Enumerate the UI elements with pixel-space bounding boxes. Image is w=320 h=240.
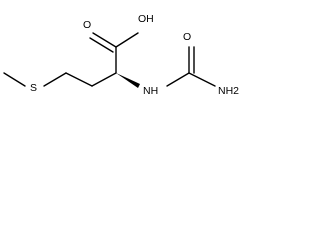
bond-curea-nh2	[188, 72, 216, 87]
atom-label-nh: NH	[143, 85, 158, 97]
atom-label-carbonyl-o-left: O	[83, 19, 91, 31]
bond-carboxyl-co-double-a	[92, 32, 117, 48]
atom-label-carbonyl-o-right: O	[183, 31, 191, 43]
stereo-wedge-bond	[116, 73, 140, 88]
bond-carboxyl-co-double-b	[89, 37, 114, 53]
bond-s-ch2	[43, 72, 67, 87]
atom-label-sulfur: S	[30, 82, 37, 94]
bond-ch2-ch2	[65, 72, 93, 87]
bond-ch3-s	[3, 72, 26, 87]
bond-carboxyl-oh	[115, 32, 139, 48]
atom-label-oh: OH	[138, 13, 154, 25]
bond-nh-curea	[166, 72, 190, 87]
bond-ch2-calpha	[91, 72, 117, 87]
chemical-structure: OH O O S NH NH2	[3, 13, 239, 97]
atom-label-nh2: NH2	[218, 85, 239, 97]
